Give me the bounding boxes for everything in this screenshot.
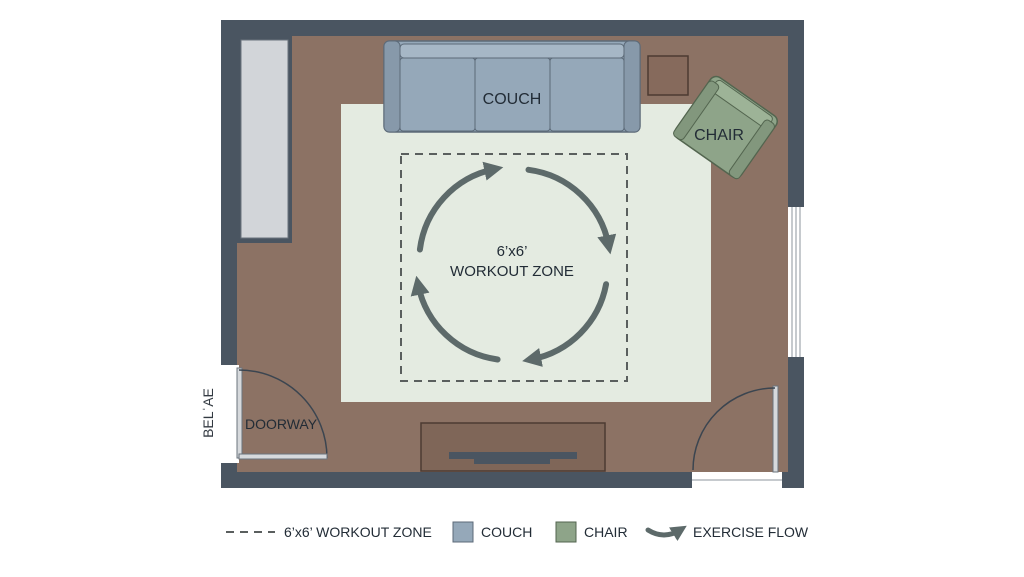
bottom-right-door [692, 385, 782, 488]
side-text: BELˈAE [200, 388, 216, 438]
flow-arrow-top-left [416, 161, 504, 253]
legend-zone-label: 6’x6’ WORKOUT ZONE [284, 524, 432, 540]
doorway-label: DOORWAY [245, 416, 318, 432]
flow-arrow-top-right [525, 166, 617, 255]
window [788, 207, 804, 357]
side-table [647, 55, 689, 96]
exercise-flow-arrows [410, 161, 617, 367]
workout-zone-size: 6’x6’ [497, 243, 528, 260]
legend-chair-label: CHAIR [584, 524, 628, 540]
armchair [673, 75, 778, 180]
legend-flow-label: EXERCISE FLOW [693, 524, 809, 540]
legend-flow-icon [645, 525, 687, 542]
legend-couch-label: COUCH [481, 524, 532, 540]
workout-zone-title: WORKOUT ZONE [450, 263, 574, 280]
flow-arrow-bottom-left [410, 275, 501, 363]
legend: 6’x6’ WORKOUT ZONE COUCH CHAIR EXERCISE … [226, 521, 809, 543]
workout-zone-outline [400, 153, 628, 382]
legend-chair-swatch [555, 521, 577, 543]
built-in-shelf [237, 36, 292, 243]
tv-stand [420, 422, 606, 472]
couch: COUCH [383, 40, 641, 133]
couch-label: COUCH [483, 91, 542, 108]
legend-couch-swatch [452, 521, 474, 543]
doorway: DOORWAY [221, 365, 328, 463]
chair-label: CHAIR [694, 127, 744, 144]
flow-arrow-bottom-right [522, 281, 610, 367]
